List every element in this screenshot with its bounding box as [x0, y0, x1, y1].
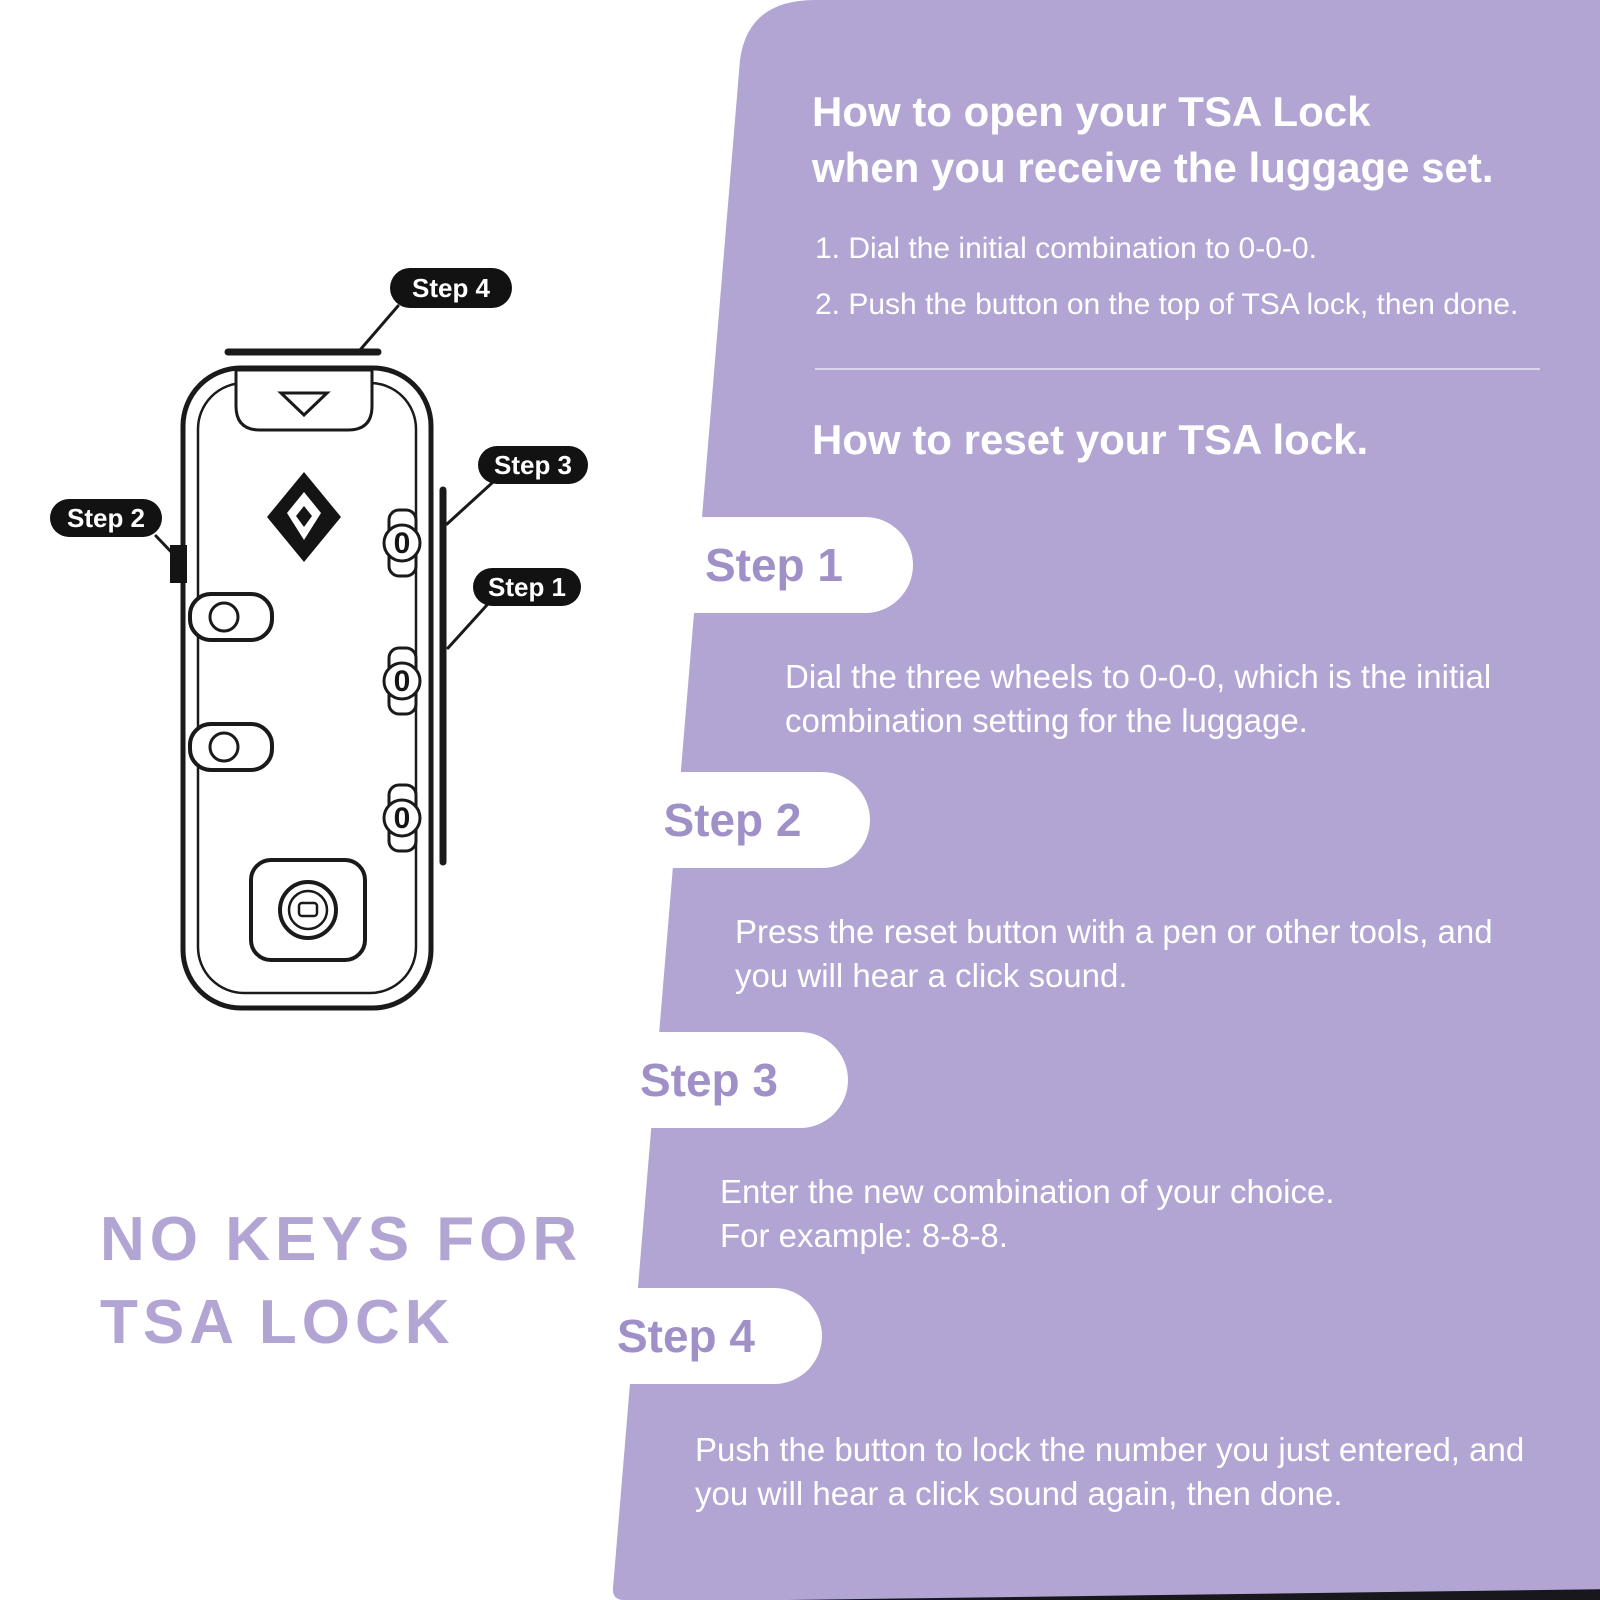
dial-wheel-3 [382, 798, 422, 838]
step1-tab-label: Step 1 [704, 539, 844, 591]
step2-text: Press the reset button with a pen or oth… [735, 913, 1493, 994]
callout-step1-badge: Step 1 [473, 568, 581, 606]
open-lock-title: How to open your TSA Lock when you recei… [812, 84, 1494, 197]
leader-step3 [445, 481, 494, 526]
step3-tab: Step 3 [530, 1032, 848, 1128]
dial-wheel-1 [382, 523, 422, 563]
open-instruction-2: 2. Push the button on the top of TSA loc… [815, 287, 1519, 321]
tagline-line1: NO KEYS FOR [100, 1205, 583, 1274]
step1-tab: Step 1 [595, 517, 913, 613]
lock-body-outline [180, 365, 434, 1011]
step4-text: Push the button to lock the number you j… [695, 1431, 1525, 1512]
step3-text: Enter the new combination of your choice… [720, 1173, 1335, 1254]
callout-step2-badge: Step 2 [50, 499, 162, 537]
step2-tab: Step 2 [555, 772, 870, 868]
wheel-digit-2: 0 [394, 665, 411, 698]
step4-tab-label: Step 4 [616, 1310, 756, 1362]
reset-button [170, 545, 187, 583]
callout-step3-label: Step 3 [493, 449, 573, 480]
wheel-digit-1: 0 [394, 527, 411, 560]
step2-tab-label: Step 2 [663, 794, 802, 846]
open-lock-instructions: 1. Dial the initial combination to 0-0-0… [815, 230, 1518, 341]
wheel-digit-3: 0 [394, 802, 411, 835]
section-divider [815, 368, 1540, 370]
reset-lock-title: How to reset your TSA lock. [812, 416, 1369, 463]
step1-text: Dial the three wheels to 0-0-0, which is… [785, 658, 1492, 739]
dial-wheel-2 [382, 661, 422, 701]
callout-step1-label: Step 1 [487, 571, 567, 602]
step4-tab: Step 4 [510, 1288, 822, 1384]
leader-step4 [358, 304, 400, 352]
callout-step2-label: Step 2 [66, 502, 146, 533]
step3-tab-label: Step 3 [639, 1054, 779, 1106]
callout-step4-label: Step 4 [411, 272, 491, 303]
callout-step4-badge: Step 4 [390, 268, 512, 308]
open-lock-title-line2: when you receive the luggage set. [812, 144, 1494, 192]
triangle-down-icon [277, 391, 331, 418]
tagline: NO KEYS FOR TSA LOCK [100, 1198, 582, 1364]
callout-step3-badge: Step 3 [478, 446, 588, 484]
leader-step1 [446, 603, 489, 650]
open-lock-title-line1: How to open your TSA Lock [812, 88, 1371, 135]
open-instruction-1: 1. Dial the initial combination to 0-0-0… [815, 232, 1317, 265]
tagline-line2: TSA LOCK [100, 1288, 455, 1358]
